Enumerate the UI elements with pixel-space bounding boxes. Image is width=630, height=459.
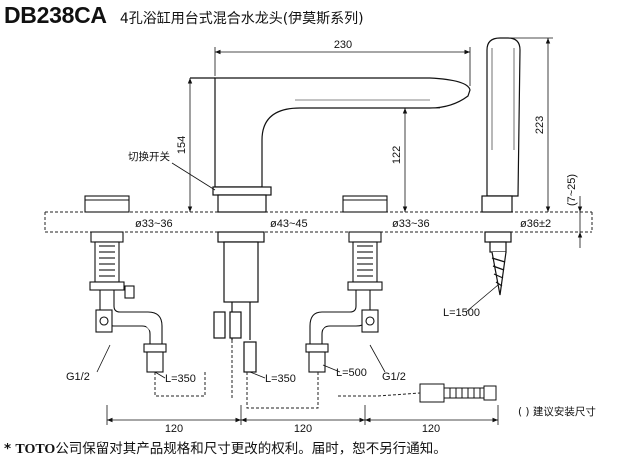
disclaimer: * TOTO公司保留对其产品规格和尺寸更改的权利。届时，恕不另行通知。 [4,437,447,458]
model-number: DB238CA [4,2,107,28]
dim-thread-left: G1/2 [66,371,90,383]
switch-label: 切换开关 [128,150,170,163]
dim-spacing-1: 120 [165,423,183,435]
disclaimer-text: 公司保留对其产品规格和尺寸更改的权利。届时，恕不另行通知。 [55,441,447,457]
dim-hose-shower: L=1500 [443,307,480,319]
spout-body [190,77,471,373]
header: DB238CA 4孔浴缸用台式混合水龙头(伊莫斯系列) [4,2,364,30]
hose-routing [154,340,421,409]
countertop [44,211,593,233]
dimension-lines [96,37,583,425]
dim-spacing-3: 120 [422,423,440,435]
left-valve [84,195,167,373]
install-note: ( ) 建议安装尺寸 [518,405,596,418]
dim-shank-range: (7~25) [566,174,578,206]
dim-hole-left: ø33~36 [135,218,173,230]
shower-hose-coil [419,383,497,403]
dim-spout-reach: 230 [334,39,352,51]
dim-hose-3: L=500 [336,367,367,379]
product-title: 4孔浴缸用台式混合水龙头(伊莫斯系列) [119,11,364,27]
hand-shower [481,37,521,296]
dim-spacing-2: 120 [294,423,312,435]
dim-hose-1: L=350 [165,373,196,385]
footnote-mark: * [4,441,12,457]
dim-handshower-height: 223 [534,116,546,134]
right-valve [305,195,388,373]
dim-faucet-height: 154 [176,136,188,154]
dim-thread-right: G1/2 [382,371,406,383]
brand-name: TOTO [15,442,56,457]
dim-hose-2: L=350 [265,373,296,385]
dim-hole-shower: ø36±2 [520,218,551,230]
dim-hole-right: ø33~36 [392,218,430,230]
dim-hole-center: ø43~45 [270,218,308,230]
dim-spout-height: 122 [391,146,403,164]
